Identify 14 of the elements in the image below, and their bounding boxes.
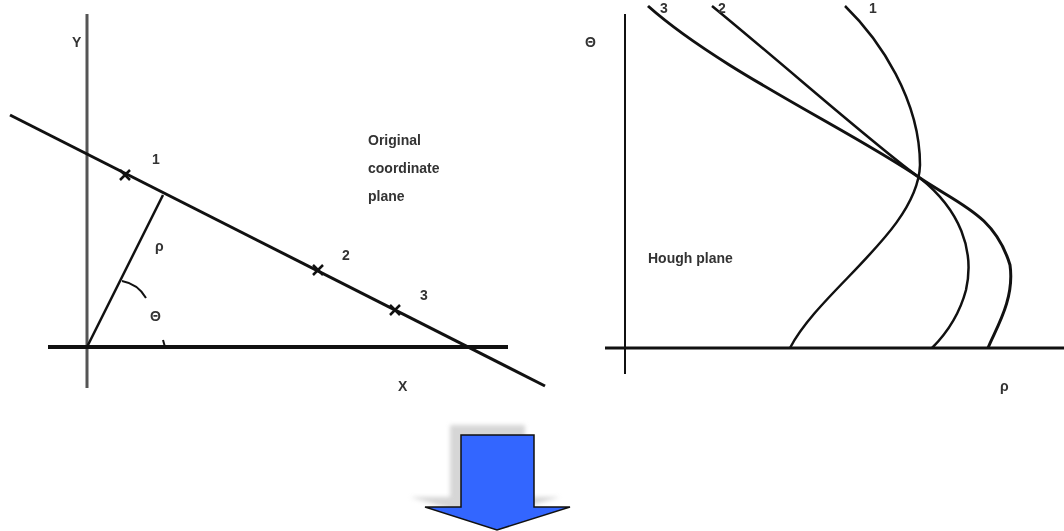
- axis-label: Θ: [585, 33, 596, 52]
- point-label: 1: [152, 150, 160, 169]
- point-label: 3: [420, 286, 428, 305]
- point-label: 2: [342, 246, 350, 265]
- curve-label: 3: [660, 0, 668, 16]
- angle-symbol: Θ: [150, 307, 161, 326]
- plane-title: Original coordinate plane: [368, 131, 441, 206]
- axis-label: X: [398, 377, 408, 396]
- curve-label: 1: [869, 0, 877, 16]
- curve-label: 2: [718, 0, 726, 16]
- axis-label: Y: [72, 33, 82, 52]
- angle-symbol: ρ: [155, 237, 164, 256]
- axis-label: ρ: [1000, 377, 1009, 396]
- plane-title: Hough plane: [648, 249, 733, 268]
